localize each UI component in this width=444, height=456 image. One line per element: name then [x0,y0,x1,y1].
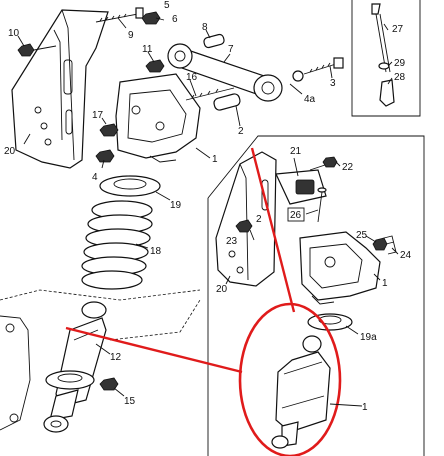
label-16: 16 [186,72,198,83]
label-20: 20 [4,146,16,157]
shock-absorber-removed [271,335,331,449]
lower-arm-outline [0,315,31,431]
label-1: 1 [212,154,218,165]
nut-6 [141,11,161,25]
bolt-26 [317,187,327,223]
label-2b: 2 [256,214,262,225]
label-29: 29 [394,58,406,69]
label-22: 22 [342,162,354,173]
label-8: 8 [202,22,208,33]
label-21: 21 [290,146,302,157]
bushing-8 [203,33,225,49]
label-9: 9 [128,30,134,41]
label-20b: 20 [216,284,228,295]
label-2: 2 [238,126,244,137]
upper-spring-seat [99,175,161,197]
label-12: 12 [110,352,122,363]
bolt-16 [185,87,235,101]
label-11: 11 [142,44,153,55]
coil-spring [81,200,153,290]
bushing-2 [213,93,241,111]
label-24: 24 [400,250,412,261]
lower-spring-seat [45,370,95,390]
label-25: 25 [356,230,368,241]
upper-control-arm [167,43,283,102]
mounting-bracket-inset [215,151,277,287]
label-23: 23 [226,236,238,247]
floor-outline-lower [109,299,201,341]
inset-frame-lower-right [207,135,425,456]
bolt-17 [99,123,119,137]
label-28: 28 [394,72,406,83]
wheel-carrier [115,73,201,163]
label-26-box [287,207,305,222]
wheel-carrier-inset [299,231,381,305]
label-27: 27 [392,24,404,35]
bushing-21 [275,169,327,205]
clip-24 [383,235,397,255]
label-5: 5 [164,0,170,11]
label-7: 7 [228,44,234,55]
nut-23 [235,219,253,233]
nut-11 [145,59,165,73]
label-26: 26 [290,210,302,221]
spring-seat-19a [307,313,353,331]
stabilizer-link [371,3,395,107]
label-4a: 4a [304,94,316,105]
bolt-3 [292,57,344,82]
mounting-bracket-left [11,9,109,169]
nut-25 [372,237,388,251]
label-19: 19 [170,200,182,211]
bolt-22 [309,156,338,171]
label-4: 4 [92,172,98,183]
label-15: 15 [124,396,136,407]
bolt-4 [95,149,115,163]
label-1c: 1 [362,402,368,413]
highlight-pointer-upper [250,147,296,313]
highlight-circle [238,302,342,456]
label-10: 10 [8,28,20,39]
shock-absorber-installed [43,301,107,433]
nut-15 [99,377,119,391]
label-17: 17 [92,110,104,121]
label-3: 3 [330,78,336,89]
label-18: 18 [150,246,162,257]
leader-lines [17,17,399,407]
label-6: 6 [172,14,178,25]
bolt-10 [17,43,57,57]
highlight-pointer-to-inset [65,326,243,374]
inset-frame-top-right [351,0,421,117]
label-1b: 1 [382,278,388,289]
bolt-9 [95,7,144,23]
label-19a: 19a [360,332,377,343]
floor-outline [0,289,201,301]
